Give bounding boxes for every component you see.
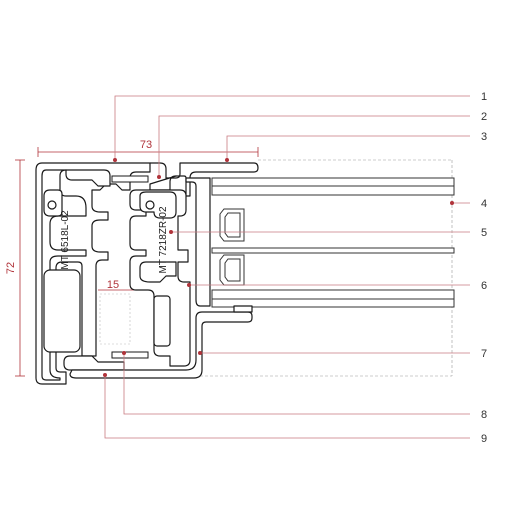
leader-2 — [158, 115, 470, 177]
callout-number-5: 5 — [481, 227, 487, 239]
gap-dimension-label: 15 — [107, 279, 119, 291]
left-lower-chamber — [43, 269, 81, 353]
callout-number-7: 7 — [481, 348, 487, 360]
callout-number-8: 8 — [481, 409, 487, 421]
glazing-outline — [200, 159, 453, 377]
callout-dots — [103, 158, 454, 377]
left-profile-code: MT 6518L-02 — [60, 210, 71, 270]
callout-number-3: 3 — [481, 131, 487, 143]
height-dimension-label: 72 — [5, 262, 17, 274]
leader-9 — [104, 375, 470, 439]
callout-number-1: 1 — [481, 91, 487, 103]
leader-1 — [114, 95, 470, 160]
insulated-glass-unit — [211, 177, 455, 308]
callout-leaders — [104, 95, 470, 439]
leader-3 — [226, 135, 470, 160]
callout-number-4: 4 — [481, 198, 487, 210]
right-lower-chamber — [153, 295, 171, 347]
leader-8 — [123, 353, 470, 415]
width-dimension-label: 73 — [140, 139, 152, 151]
callout-number-9: 9 — [481, 433, 487, 445]
dimension-width: 73 — [37, 139, 259, 157]
thermal-break-strips — [111, 175, 149, 359]
right-profile-code: MT 7218ZR-02 — [158, 206, 169, 274]
frame-profile-left — [35, 162, 151, 385]
sash-profile-right — [69, 162, 259, 379]
callout-number-6: 6 — [481, 280, 487, 292]
spacer-lower-inner — [224, 258, 241, 282]
insulation-chamber — [99, 293, 131, 345]
glass-pane-middle — [211, 247, 455, 254]
callout-number-2: 2 — [481, 111, 487, 123]
dimension-height: 72 — [5, 159, 25, 377]
spacer-upper-inner — [224, 212, 241, 238]
